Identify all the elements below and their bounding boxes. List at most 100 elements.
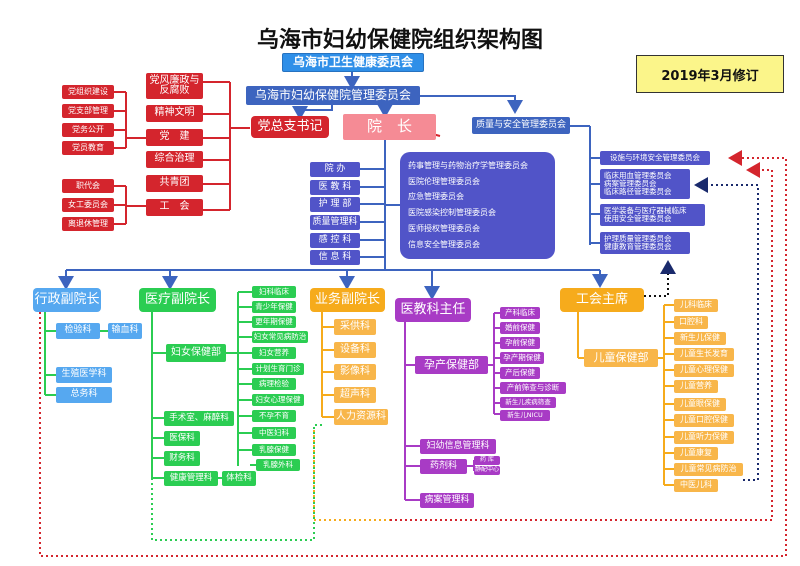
- party-group-civility[interactable]: 精神文明: [146, 105, 203, 122]
- child-health-item[interactable]: 儿科临床: [674, 299, 718, 312]
- quality-subcommittee[interactable]: 健康教育管理委员会: [604, 242, 672, 251]
- union-item[interactable]: 职代会: [62, 179, 114, 193]
- union-item[interactable]: 离退休管理: [62, 217, 114, 231]
- business-vp-item[interactable]: 影像科: [334, 364, 376, 380]
- union-item[interactable]: 女工委员会: [62, 198, 114, 212]
- admin-vp-item[interactable]: 总务科: [56, 387, 112, 403]
- party-group-governance[interactable]: 综合治理: [146, 151, 203, 168]
- child-health-item[interactable]: 儿童心理保健: [674, 364, 734, 377]
- child-health-item[interactable]: 儿童常见病防治: [674, 463, 743, 476]
- admin-office-item[interactable]: 护 理 部: [310, 197, 360, 212]
- committee-item[interactable]: 药事管理与药物治疗学管理委员会: [408, 160, 528, 170]
- maternal-health-item[interactable]: 产后保健: [500, 367, 540, 379]
- child-health-item[interactable]: 口腔科: [674, 316, 708, 329]
- admin-vp-item[interactable]: 检验科: [56, 323, 100, 339]
- pharmacy-item[interactable]: 药 库: [474, 456, 500, 465]
- revision-note: 2019年3月修订: [636, 55, 784, 93]
- committee-item[interactable]: 医师授权管理委员会: [408, 224, 480, 234]
- women-health-item[interactable]: 计划生育门诊: [252, 363, 304, 375]
- maternal-health-item[interactable]: 婚前保健: [500, 322, 540, 334]
- women-health-item[interactable]: 妇科临床: [252, 286, 296, 298]
- party-group-building[interactable]: 党 建: [146, 129, 203, 146]
- quality-subcommittee[interactable]: 使用安全管理委员会: [604, 214, 672, 223]
- quality-subcommittee-group: 护理质量管理委员会 健康教育管理委员会: [600, 232, 690, 254]
- women-health-item[interactable]: 妇女营养: [252, 347, 296, 359]
- women-health-item[interactable]: 乳腺保健: [252, 444, 296, 456]
- quality-subcommittee[interactable]: 护理质量管理委员会: [604, 234, 672, 244]
- quality-subcommittee[interactable]: 设施与环境安全管理委员会: [600, 151, 710, 165]
- women-health-item[interactable]: 青少年保健: [252, 301, 296, 313]
- admin-office-item[interactable]: 质量管理科: [310, 215, 360, 230]
- women-health-item[interactable]: 不孕不育: [252, 410, 296, 422]
- business-vp-item[interactable]: 超声科: [334, 387, 376, 403]
- maternal-health-item[interactable]: 孕前保健: [500, 337, 540, 349]
- child-health-item[interactable]: 新生儿保健: [674, 332, 726, 345]
- quality-subcommittee[interactable]: 病案管理委员会: [604, 179, 657, 189]
- medical-vp-item[interactable]: 体检科: [222, 471, 256, 486]
- women-health-item[interactable]: 妇女常见病防治: [252, 331, 308, 343]
- women-health-item[interactable]: 妇女心理保健: [252, 394, 304, 406]
- medical-director-item[interactable]: 药剂科: [420, 459, 467, 474]
- committee-item[interactable]: 医院感染控制管理委员会: [408, 208, 496, 218]
- maternal-health-dept-box[interactable]: 孕产保健部: [415, 356, 488, 374]
- women-health-item[interactable]: 中医妇科: [252, 427, 296, 439]
- party-building-item[interactable]: 党务公开: [62, 123, 114, 137]
- admin-vp-box[interactable]: 行政副院长: [33, 288, 101, 312]
- union-chair-box[interactable]: 工会主席: [560, 288, 644, 312]
- child-health-item[interactable]: 儿童口腔保健: [674, 414, 734, 427]
- president-box[interactable]: 院 长: [343, 114, 436, 140]
- committee-item[interactable]: 医院伦理管理委员会: [408, 176, 480, 186]
- pharmacy-item[interactable]: 静配中心: [474, 466, 500, 475]
- party-group-union[interactable]: 工 会: [146, 199, 203, 216]
- child-health-item[interactable]: 中医儿科: [674, 479, 718, 492]
- health-committee-box[interactable]: 乌海市卫生健康委员会: [282, 53, 424, 72]
- admin-vp-item[interactable]: 生殖医学科: [56, 367, 112, 383]
- child-health-item[interactable]: 儿童生长发育: [674, 348, 734, 361]
- medical-director-item[interactable]: 病案管理科: [420, 493, 474, 508]
- medical-vp-item[interactable]: 手术室、麻醉科: [164, 411, 234, 426]
- child-health-item[interactable]: 儿童康复: [674, 447, 718, 460]
- management-committee-box[interactable]: 乌海市妇幼保健院管理委员会: [246, 86, 420, 105]
- quality-committee-box[interactable]: 质量与安全管理委员会: [472, 117, 570, 134]
- child-health-dept-box[interactable]: 儿童保健部: [584, 349, 658, 367]
- party-secretary-box[interactable]: 党总支书记: [251, 116, 329, 138]
- child-health-item[interactable]: 儿童眼保健: [674, 398, 726, 411]
- party-building-item[interactable]: 党员教育: [62, 141, 114, 155]
- maternal-health-item[interactable]: 新生儿疾病筛查: [500, 397, 556, 408]
- committee-item[interactable]: 信息安全管理委员会: [408, 239, 480, 249]
- maternal-health-item[interactable]: 产科临床: [500, 307, 540, 319]
- maternal-health-item[interactable]: 孕产期保健: [500, 352, 544, 364]
- business-vp-item[interactable]: 采供科: [334, 319, 376, 335]
- medical-director-item[interactable]: 妇幼信息管理科: [420, 439, 496, 454]
- business-vp-item[interactable]: 设备科: [334, 342, 376, 358]
- admin-office-item[interactable]: 感 控 科: [310, 233, 360, 248]
- medical-vp-item[interactable]: 健康管理科: [164, 471, 218, 486]
- party-group-integrity[interactable]: 党风廉政与反腐败: [146, 73, 203, 99]
- business-vp-box[interactable]: 业务副院长: [310, 288, 385, 312]
- business-vp-item[interactable]: 人力资源科: [334, 409, 388, 425]
- women-health-item[interactable]: 更年期保健: [252, 316, 296, 328]
- party-building-item[interactable]: 党支部管理: [62, 104, 114, 118]
- quality-subcommittee[interactable]: 临床路径管理委员会: [604, 186, 672, 196]
- party-group-youth-league[interactable]: 共青团: [146, 175, 203, 192]
- maternal-health-item[interactable]: 新生儿NICU: [500, 410, 550, 421]
- quality-subcommittee[interactable]: 临床用血管理委员会: [604, 171, 672, 181]
- admin-office-item[interactable]: 信 息 科: [310, 250, 360, 265]
- medical-director-box[interactable]: 医教科主任: [395, 298, 471, 322]
- medical-vp-item[interactable]: 医保科: [164, 431, 200, 446]
- admin-office-item[interactable]: 医 教 科: [310, 180, 360, 195]
- women-health-dept-box[interactable]: 妇女保健部: [166, 344, 226, 362]
- party-building-item[interactable]: 党组织建设: [62, 85, 114, 99]
- admin-vp-item[interactable]: 输血科: [108, 323, 142, 339]
- medical-vp-item[interactable]: 财务科: [164, 451, 200, 466]
- women-health-item[interactable]: 病理检验: [252, 378, 296, 390]
- quality-subcommittee-group: 临床用血管理委员会 病案管理委员会 临床路径管理委员会: [600, 169, 690, 199]
- women-health-item[interactable]: 乳腺外科: [256, 459, 300, 471]
- child-health-item[interactable]: 儿童听力保健: [674, 431, 734, 444]
- child-health-item[interactable]: 儿童营养: [674, 380, 718, 393]
- committee-item[interactable]: 应急管理委员会: [408, 192, 464, 202]
- maternal-health-item[interactable]: 产前筛查与诊断: [500, 382, 566, 394]
- admin-office-item[interactable]: 院 办: [310, 162, 360, 177]
- medical-vp-box[interactable]: 医疗副院长: [139, 288, 216, 312]
- quality-subcommittee[interactable]: 医学装备与医疗器械临床: [604, 206, 687, 216]
